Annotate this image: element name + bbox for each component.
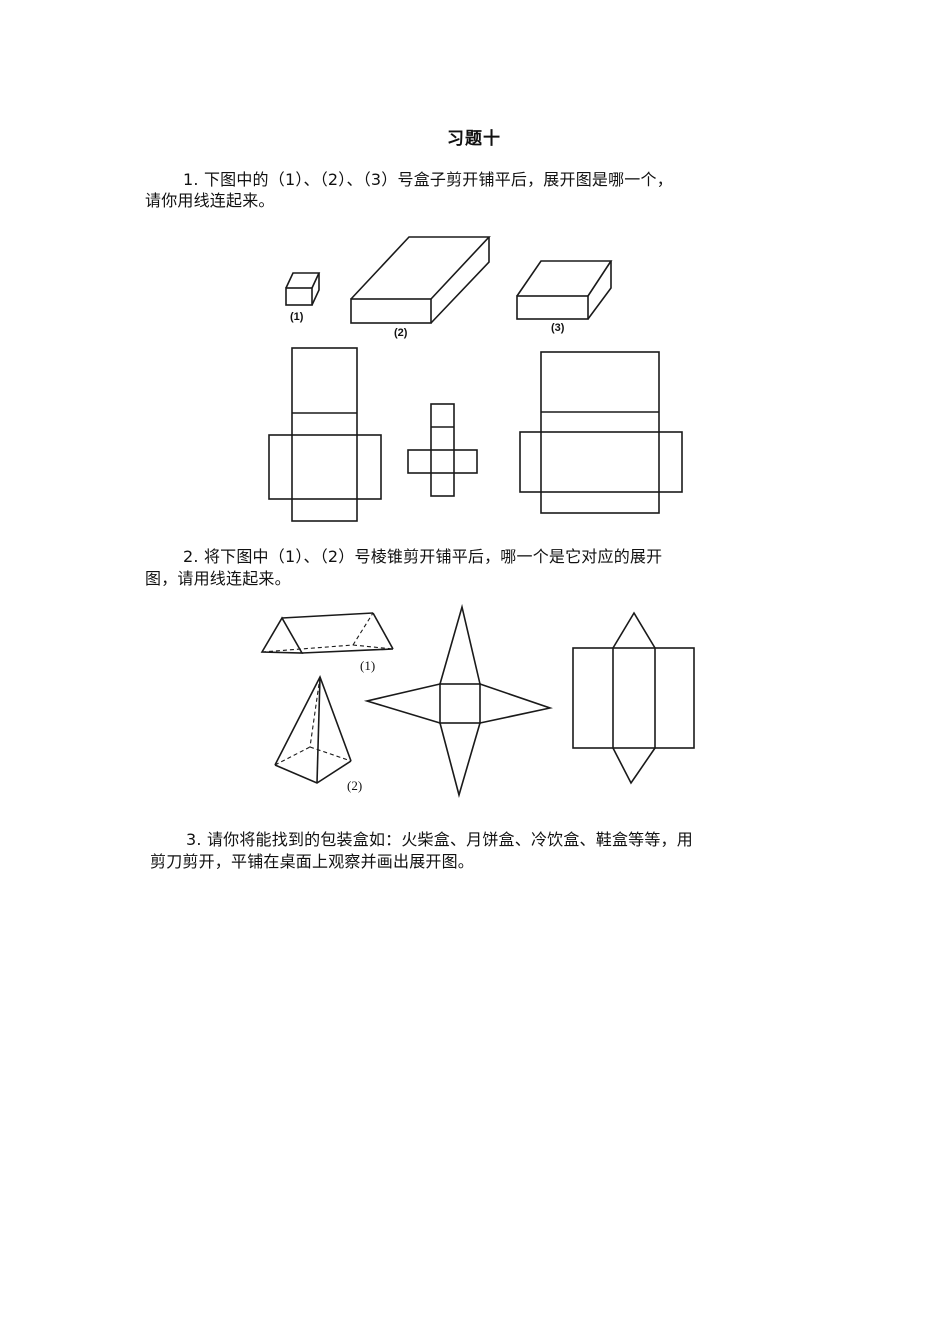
question-3-line-1: 3. 请你将能找到的包装盒如：火柴盒、月饼盒、冷饮盒、鞋盒等等，用: [186, 830, 693, 849]
net-triangular-prism: [572, 611, 695, 785]
question-1-line-1: 1. 下图中的（1）、（2）、（3）号盒子剪开铺平后，展开图是哪一个，: [183, 170, 673, 189]
box-3-label: (3): [551, 322, 565, 334]
box-1-label: (1): [290, 311, 304, 323]
question-2-line-2: 图，请用线连起来。: [145, 569, 291, 588]
box-2-flat-cuboid: (2): [350, 236, 491, 339]
box-3-cuboid: (3): [516, 260, 613, 334]
triangular-prism: (1): [260, 612, 394, 673]
square-pyramid: (2): [274, 675, 362, 793]
net-tall-cuboid: [268, 347, 382, 522]
exercise-title: 习题十: [447, 129, 501, 149]
box-1-cube: (1): [285, 272, 321, 323]
net-cube: [407, 403, 478, 497]
question-1-line-2: 请你用线连起来。: [145, 191, 275, 210]
prism-label: (1): [360, 658, 375, 673]
question-2-line-1: 2. 将下图中（1）、（2）号棱锥剪开铺平后，哪一个是它对应的展开: [183, 547, 663, 566]
net-pyramid-star: [363, 603, 553, 798]
box-2-label: (2): [394, 327, 408, 339]
pyramid-label: (2): [347, 778, 362, 793]
question-3-line-2: 剪刀剪开，平铺在桌面上观察并画出展开图。: [150, 852, 475, 871]
net-wide-cuboid: [519, 351, 683, 514]
